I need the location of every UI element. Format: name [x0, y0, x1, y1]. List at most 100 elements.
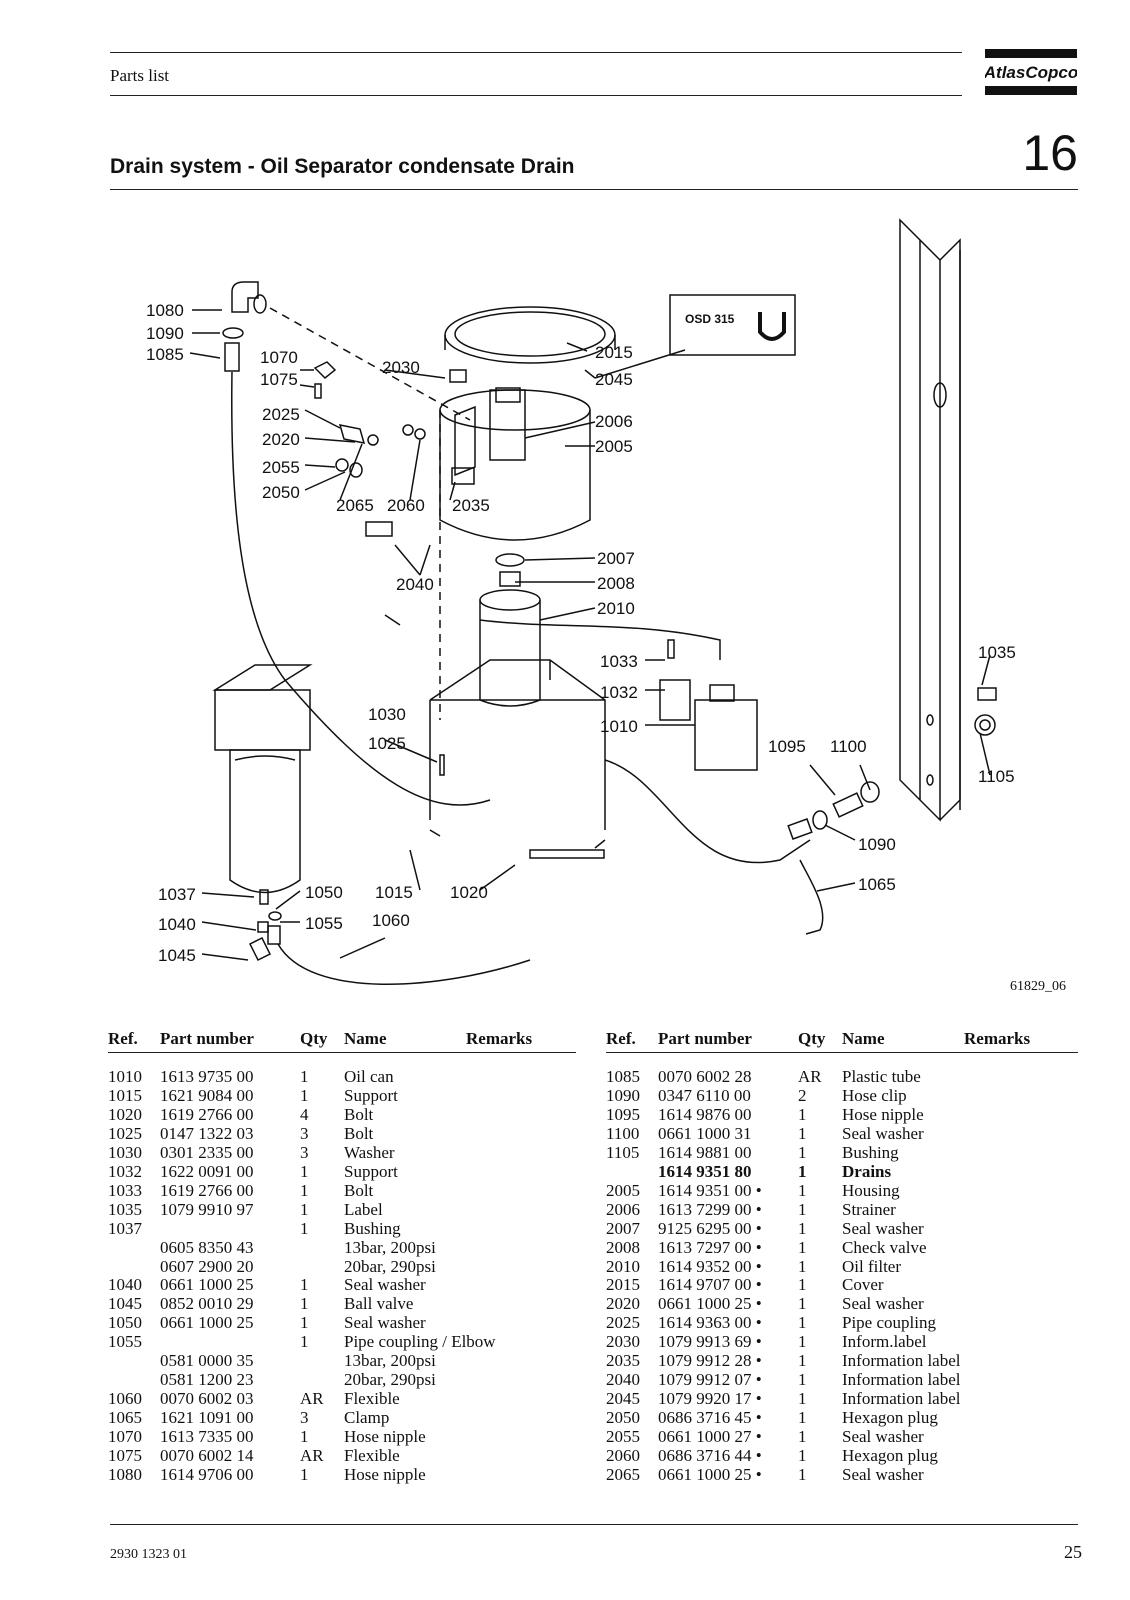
cell-qty: 4: [300, 1104, 309, 1124]
cell-part: 1621 1091 00: [160, 1408, 254, 1428]
seal-washer-2020: [367, 434, 379, 446]
cell-ref: 2008: [606, 1237, 640, 1257]
cell-ref: 2006: [606, 1199, 640, 1219]
cell-ref: 2065: [606, 1464, 640, 1484]
callout-1045: 1045: [158, 946, 196, 965]
cell-ref: 1095: [606, 1104, 640, 1124]
callout-1035: 1035: [978, 643, 1016, 662]
label-plate-osd-315: [669, 294, 796, 356]
callout-1100: 1100: [830, 737, 867, 756]
cell-name: Bushing: [344, 1218, 401, 1238]
cell-part: 0581 1200 23: [160, 1370, 254, 1390]
cell-ref: 2055: [606, 1427, 640, 1447]
cell-name: Seal washer: [344, 1313, 426, 1333]
col-header-qty: Qty: [300, 1029, 328, 1048]
callout-2025: 2025: [262, 405, 300, 424]
cell-part: 1614 9351 00 •: [658, 1180, 762, 1200]
cell-name: Hose nipple: [344, 1464, 426, 1484]
callout-2010: 2010: [597, 599, 635, 618]
cell-ref: 2035: [606, 1351, 640, 1371]
cell-part: 1614 9876 00: [658, 1104, 752, 1124]
cell-ref: 2005: [606, 1180, 640, 1200]
callout-1010: 1010: [600, 717, 638, 736]
bolt-1025: [439, 754, 445, 776]
cell-ref: 1065: [108, 1408, 142, 1428]
cell-ref: 2045: [606, 1389, 640, 1409]
support-1032: [659, 679, 691, 721]
cell-part: 1614 9351 80: [658, 1161, 752, 1181]
atlas-copco-logo: AtlasCopco: [985, 49, 1077, 95]
callout-1037: 1037: [158, 885, 196, 904]
cell-qty: 1: [300, 1464, 309, 1484]
callout-2020: 2020: [262, 430, 300, 449]
cell-name: Flexible: [344, 1446, 400, 1465]
col-header-qty: Qty: [798, 1029, 826, 1048]
cell-ref: 1055: [108, 1332, 142, 1352]
cell-ref: 1045: [108, 1294, 142, 1314]
cell-part: 1079 9913 69 •: [658, 1332, 762, 1352]
cell-qty: 1: [300, 1161, 309, 1181]
cell-name: Seal washer: [344, 1275, 426, 1295]
cell-name: Check valve: [842, 1237, 927, 1257]
cell-qty: 1: [300, 1427, 309, 1447]
cell-ref: 2010: [606, 1256, 640, 1276]
cell-part: 1621 9084 00: [160, 1085, 254, 1105]
callout-1030: 1030: [368, 705, 406, 724]
callout-2006: 2006: [595, 412, 633, 431]
seal-2050: [349, 462, 363, 478]
cell-qty: 1: [798, 1161, 807, 1181]
cell-qty: 1: [300, 1067, 309, 1086]
cell-part: 0301 2335 00: [160, 1142, 254, 1162]
cell-name: Seal washer: [842, 1464, 924, 1484]
chapter-number: 16: [1022, 125, 1078, 181]
cell-qty: 1: [300, 1294, 309, 1314]
cell-qty: 1: [300, 1085, 309, 1105]
hose-right: [604, 759, 811, 864]
cell-name: Cover: [842, 1275, 884, 1295]
coupling-1055: [267, 925, 281, 945]
page-title: Drain system - Oil Separator condensate …: [110, 155, 575, 178]
strainer-2006: [489, 389, 526, 461]
bushing-1037: [259, 889, 269, 905]
cell-ref: 1075: [108, 1446, 142, 1465]
cell-qty: 1: [798, 1389, 807, 1409]
callout-2005: 2005: [595, 437, 633, 456]
cell-name: Hose nipple: [842, 1104, 924, 1124]
callout-1080: 1080: [146, 301, 184, 320]
cell-name: Support: [344, 1161, 398, 1181]
cell-qty: 1: [798, 1275, 807, 1295]
plastic-tube-1085: [224, 342, 240, 372]
cell-qty: 1: [798, 1256, 807, 1276]
pipe-coupling-2025: [338, 424, 366, 444]
cell-ref: 1025: [108, 1123, 142, 1143]
cover-2015: [444, 306, 616, 364]
seal-1040: [257, 921, 269, 933]
cell-ref: 1060: [108, 1389, 142, 1409]
cell-ref: 1050: [108, 1313, 142, 1333]
cell-ref: 1100: [606, 1123, 640, 1143]
seal-1100: [860, 781, 880, 803]
callout-2030: 2030: [382, 358, 420, 377]
cell-name: Strainer: [842, 1199, 896, 1219]
cell-ref: 2015: [606, 1275, 640, 1295]
cell-name: Information label: [842, 1370, 961, 1390]
cell-qty: 1: [300, 1199, 309, 1219]
cell-qty: 1: [300, 1275, 309, 1295]
cell-name: 13bar, 200psi: [344, 1237, 436, 1257]
cell-ref: 1035: [108, 1199, 142, 1219]
cell-part: 0661 1000 31: [658, 1123, 752, 1143]
col-header-ref: Ref.: [108, 1029, 138, 1048]
cell-name: 20bar, 290psi: [344, 1370, 436, 1390]
callout-2050: 2050: [262, 483, 300, 502]
cell-part: 0147 1322 03: [160, 1123, 254, 1143]
callout-2055: 2055: [262, 458, 300, 477]
cell-part: 0661 1000 25: [160, 1313, 254, 1333]
bushing-1105: [974, 714, 996, 736]
cell-name: Pipe coupling: [842, 1313, 936, 1333]
cell-name: Plastic tube: [842, 1067, 921, 1086]
cell-qty: AR: [798, 1067, 822, 1086]
hose-clip-1090: [222, 327, 244, 339]
callout-1040: 1040: [158, 915, 196, 934]
cell-qty: AR: [300, 1446, 324, 1465]
callout-1090: 1090: [146, 324, 184, 343]
